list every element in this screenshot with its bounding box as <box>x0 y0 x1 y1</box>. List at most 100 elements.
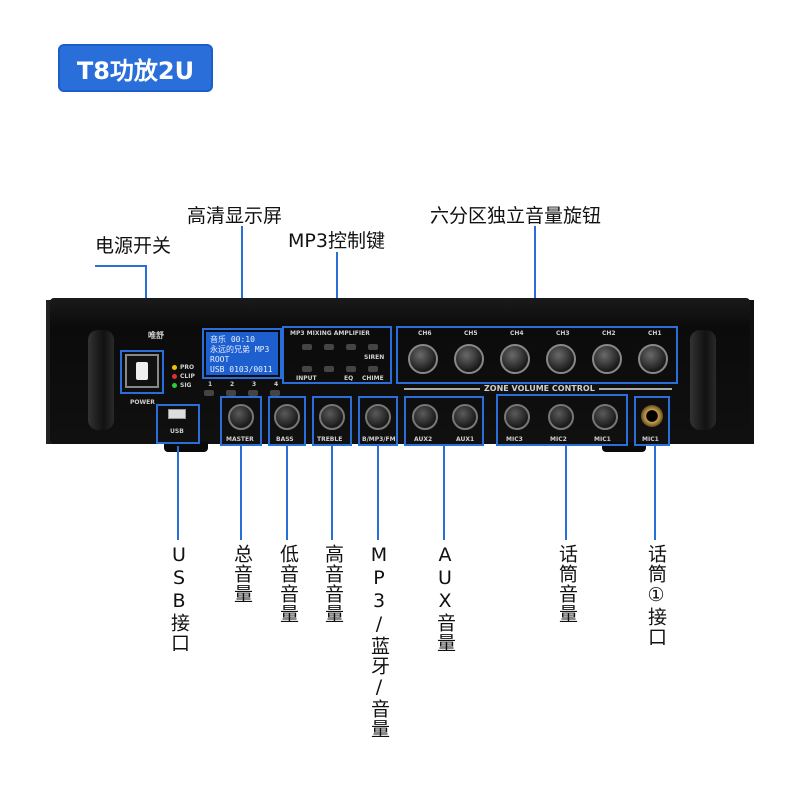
mode-key-3[interactable] <box>248 390 258 396</box>
highlight-bass <box>268 396 306 446</box>
connector-power-h <box>95 265 147 267</box>
mode-key-4[interactable] <box>270 390 280 396</box>
zone-knob-ch1[interactable] <box>638 344 668 374</box>
highlight-display <box>202 328 282 379</box>
led-label-pro: PRO <box>180 364 195 371</box>
mic3-knob[interactable] <box>504 404 530 430</box>
highlight-mp3-keys <box>282 326 392 384</box>
callout-master: 总音量 <box>231 544 253 604</box>
zone-label-ch1: CH1 <box>648 330 662 337</box>
zone-label-ch2: CH2 <box>602 330 616 337</box>
amplifier-front-panel <box>50 298 750 444</box>
mic2-label: MIC2 <box>550 436 567 443</box>
connector-aux <box>443 446 445 540</box>
mp3-btn-next[interactable] <box>346 344 356 350</box>
mp3-btn-repeat[interactable] <box>324 366 334 372</box>
mode-key-label-4: 4 <box>274 381 279 388</box>
callout-mp3-keys: MP3控制键 <box>288 230 385 252</box>
led-sig <box>172 383 177 388</box>
highlight-master <box>220 396 262 446</box>
mic2-knob[interactable] <box>548 404 574 430</box>
mp3-btn-chime[interactable] <box>368 366 378 372</box>
mp3-label-eq: EQ <box>344 375 354 382</box>
mic1-jack-label: MIC1 <box>642 436 659 443</box>
master-label: MASTER <box>226 436 254 443</box>
callout-bass: 低音音量 <box>277 544 299 624</box>
zone-knob-ch4[interactable] <box>500 344 530 374</box>
mic1-label: MIC1 <box>594 436 611 443</box>
mp3-label-chime: CHIME <box>362 375 384 382</box>
zone-label-ch5: CH5 <box>464 330 478 337</box>
callout-mic1-port: 话筒①接口 <box>645 544 667 647</box>
handle-left <box>88 330 114 430</box>
aux1-knob[interactable] <box>452 404 478 430</box>
connector-zone-knobs <box>534 226 536 328</box>
highlight-mic1-jack <box>634 396 670 446</box>
mp3-label-input: INPUT <box>296 375 317 382</box>
zone-label-ch3: CH3 <box>556 330 570 337</box>
highlight-aux <box>404 396 484 446</box>
led-label-sig: SIG <box>180 382 192 389</box>
aux2-label: AUX2 <box>414 436 433 443</box>
aux1-label: AUX1 <box>456 436 475 443</box>
mp3-btn-eq[interactable] <box>346 366 356 372</box>
highlight-zone-knobs <box>396 326 678 384</box>
mode-key-label-1: 1 <box>208 381 213 388</box>
connector-bass <box>286 446 288 540</box>
power-switch[interactable] <box>125 354 159 388</box>
model-strip: MP3 MIXING AMPLIFIER <box>290 330 370 337</box>
brand-logo: 唯舒 <box>148 331 164 340</box>
zone-label-ch6: CH6 <box>418 330 432 337</box>
master-knob[interactable] <box>228 404 254 430</box>
callout-display: 高清显示屏 <box>187 205 283 227</box>
highlight-power <box>120 350 164 394</box>
mode-key-1[interactable] <box>204 390 214 396</box>
zone-knob-ch5[interactable] <box>454 344 484 374</box>
treble-label: TREBLE <box>317 436 343 443</box>
connector-mp3-keys <box>336 252 338 328</box>
highlight-mp3-vol <box>358 396 398 446</box>
mic1-jack[interactable] <box>641 405 663 427</box>
usb-port[interactable] <box>168 409 186 419</box>
mp3-label-siren: SIREN <box>364 354 385 361</box>
zone-label-ch4: CH4 <box>510 330 524 337</box>
foot-left <box>164 442 208 452</box>
zone-title: ZONE VOLUME CONTROL <box>480 384 599 393</box>
mp3-btn-prev[interactable] <box>324 344 334 350</box>
zone-knob-ch6[interactable] <box>408 344 438 374</box>
connector-display <box>241 226 243 330</box>
bass-knob[interactable] <box>274 404 300 430</box>
connector-treble <box>331 446 333 540</box>
mode-key-label-2: 2 <box>230 381 235 388</box>
zone-knob-ch3[interactable] <box>546 344 576 374</box>
mp3-btn-siren[interactable] <box>368 344 378 350</box>
callout-power: 电源开关 <box>95 235 172 257</box>
zone-knob-ch2[interactable] <box>592 344 622 374</box>
connector-mic <box>565 446 567 540</box>
mp3-btn-input[interactable] <box>302 366 312 372</box>
mp3-btn-play[interactable] <box>302 344 312 350</box>
mode-key-2[interactable] <box>226 390 236 396</box>
lcd-line-4: USB 0103/0011 <box>210 365 273 374</box>
mp3-vol-knob[interactable] <box>365 404 391 430</box>
connector-master <box>240 446 242 540</box>
foot-right <box>602 442 646 452</box>
mp3-vol-label: B/MP3/FM <box>362 436 396 443</box>
highlight-mic <box>496 394 628 446</box>
highlight-usb <box>156 404 200 444</box>
callout-mic: 话筒音量 <box>556 544 578 624</box>
power-label: POWER <box>130 399 155 406</box>
handle-right <box>690 330 716 430</box>
callout-mp3-vol: MP3/蓝牙/音量 <box>368 544 390 739</box>
callout-aux: AUX音量 <box>434 544 456 653</box>
product-title-badge: T8功放2U <box>58 44 213 92</box>
usb-label: USB <box>170 428 184 435</box>
connector-mp3-vol <box>377 446 379 540</box>
mode-key-label-3: 3 <box>252 381 257 388</box>
aux2-knob[interactable] <box>412 404 438 430</box>
mic1-knob[interactable] <box>592 404 618 430</box>
lcd-line-2: 永远的兄弟 MP3 <box>210 345 270 354</box>
treble-knob[interactable] <box>319 404 345 430</box>
led-label-clip: CLIP <box>180 373 195 380</box>
lcd-line-1: 音乐 00:10 <box>210 335 255 344</box>
